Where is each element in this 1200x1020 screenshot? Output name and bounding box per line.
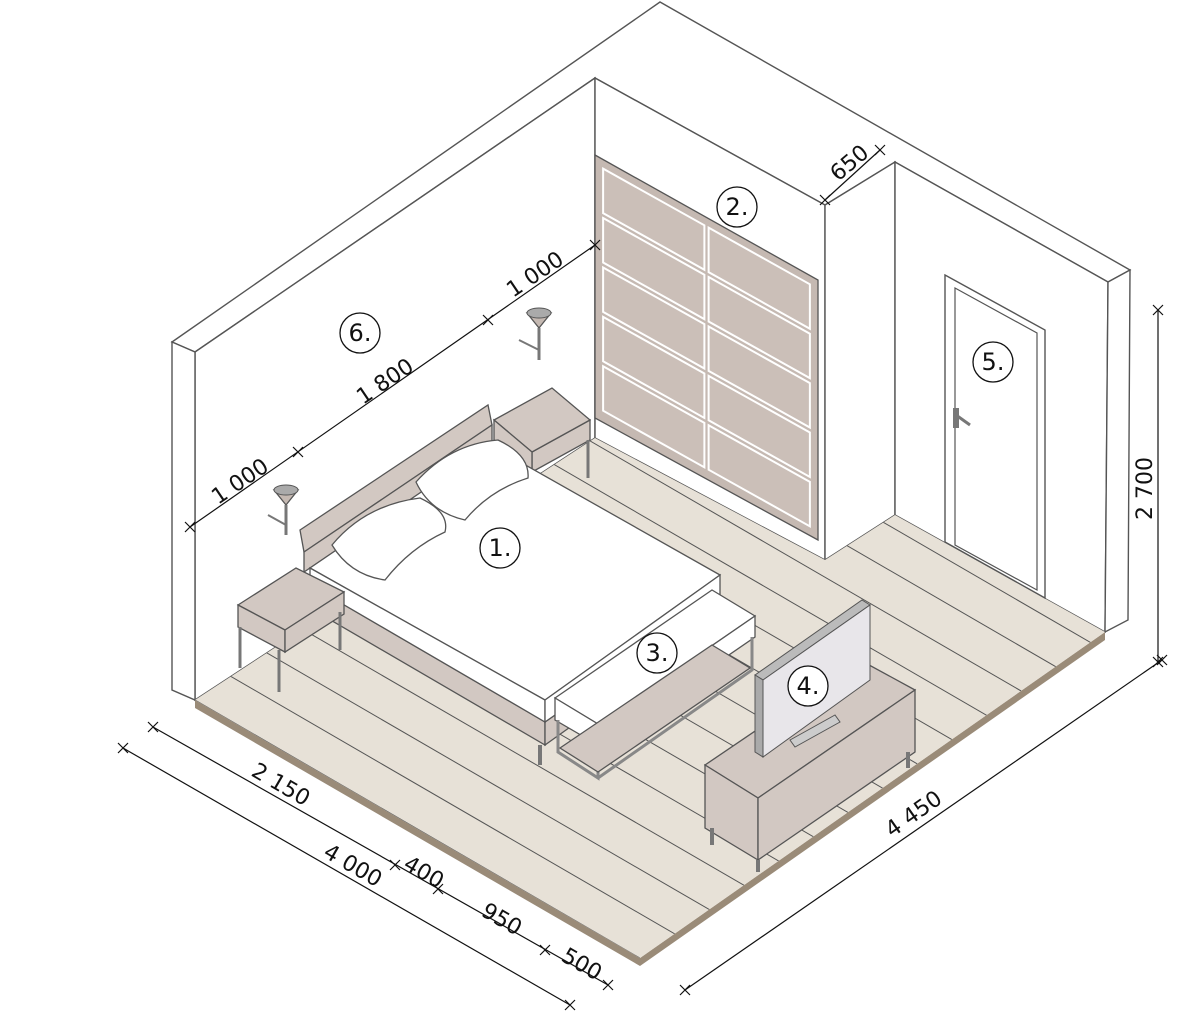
- pillow-right: [415, 439, 529, 521]
- dimension-tick: [874, 144, 886, 156]
- wardrobe-panel: [602, 216, 706, 321]
- dimension-tick: [147, 721, 159, 733]
- dimension-tick: [539, 944, 551, 956]
- dimension-tick: [432, 883, 444, 895]
- dimension-tick: [564, 999, 576, 1011]
- wall-lamp-left: [267, 484, 300, 535]
- plank-line: [195, 655, 717, 958]
- wardrobe-panels: [602, 166, 811, 529]
- svg-text:3.: 3.: [646, 639, 669, 667]
- dimension-tick: [1156, 654, 1168, 666]
- door-leaf[interactable]: [954, 286, 1038, 592]
- dimension-tick: [679, 984, 691, 996]
- nightstand-front: [236, 567, 346, 692]
- callout-bed: 1.: [479, 527, 521, 569]
- svg-text:4.: 4.: [797, 672, 820, 700]
- plank-line: [195, 610, 794, 958]
- callouts: 1. 2. 3. 4. 5. 6.: [339, 186, 1014, 707]
- dim-gap: 400: [399, 852, 448, 895]
- wall-lamp-right: [518, 307, 553, 360]
- svg-text:6.: 6.: [349, 319, 372, 347]
- dimension-tick: [1152, 304, 1164, 316]
- dimension-tick: [482, 314, 494, 326]
- door-handle-icon[interactable]: [953, 408, 959, 428]
- dimension-tick: [819, 194, 831, 206]
- svg-text:1.: 1.: [489, 534, 512, 562]
- door[interactable]: [944, 273, 1046, 600]
- pillow-left: [331, 497, 447, 581]
- dim-room-length: 4 450: [881, 786, 947, 843]
- dimension-tick: [389, 859, 401, 871]
- dimension-tick: [602, 979, 614, 991]
- dimension-tick: [117, 742, 129, 754]
- right-wall-edge: [1104, 268, 1131, 634]
- wardrobe-panel: [707, 225, 811, 331]
- dim-room-width: 4 000: [319, 840, 386, 893]
- svg-text:5.: 5.: [982, 348, 1005, 376]
- callout-wall-lamps: 6.: [339, 312, 381, 354]
- wardrobe-panel: [602, 265, 706, 371]
- wardrobe-panel: [707, 423, 811, 529]
- plank-line: [195, 921, 258, 958]
- svg-text:2.: 2.: [726, 193, 749, 221]
- dimension-tick: [589, 239, 601, 251]
- wardrobe-panel: [707, 324, 811, 430]
- plank-line: [195, 877, 335, 958]
- dimension-tick: [184, 521, 196, 533]
- callout-tv: 4.: [787, 665, 829, 707]
- callout-door: 5.: [972, 341, 1014, 383]
- callout-wardrobe: 2.: [716, 186, 758, 228]
- wardrobe-panel: [707, 374, 811, 479]
- wardrobe-panel: [602, 364, 706, 470]
- dimension-tick: [292, 446, 304, 458]
- wardrobe-panel: [602, 315, 706, 420]
- dim-room-height: 2 700: [1133, 457, 1158, 520]
- wardrobe-panel: [707, 275, 811, 380]
- callout-bench: 3.: [636, 632, 678, 674]
- left-wall-edge: [171, 340, 196, 702]
- wardrobe-panel: [602, 166, 706, 272]
- wardrobe: [594, 153, 819, 542]
- niche-wall: [824, 160, 896, 562]
- plank-line: [584, 438, 1105, 741]
